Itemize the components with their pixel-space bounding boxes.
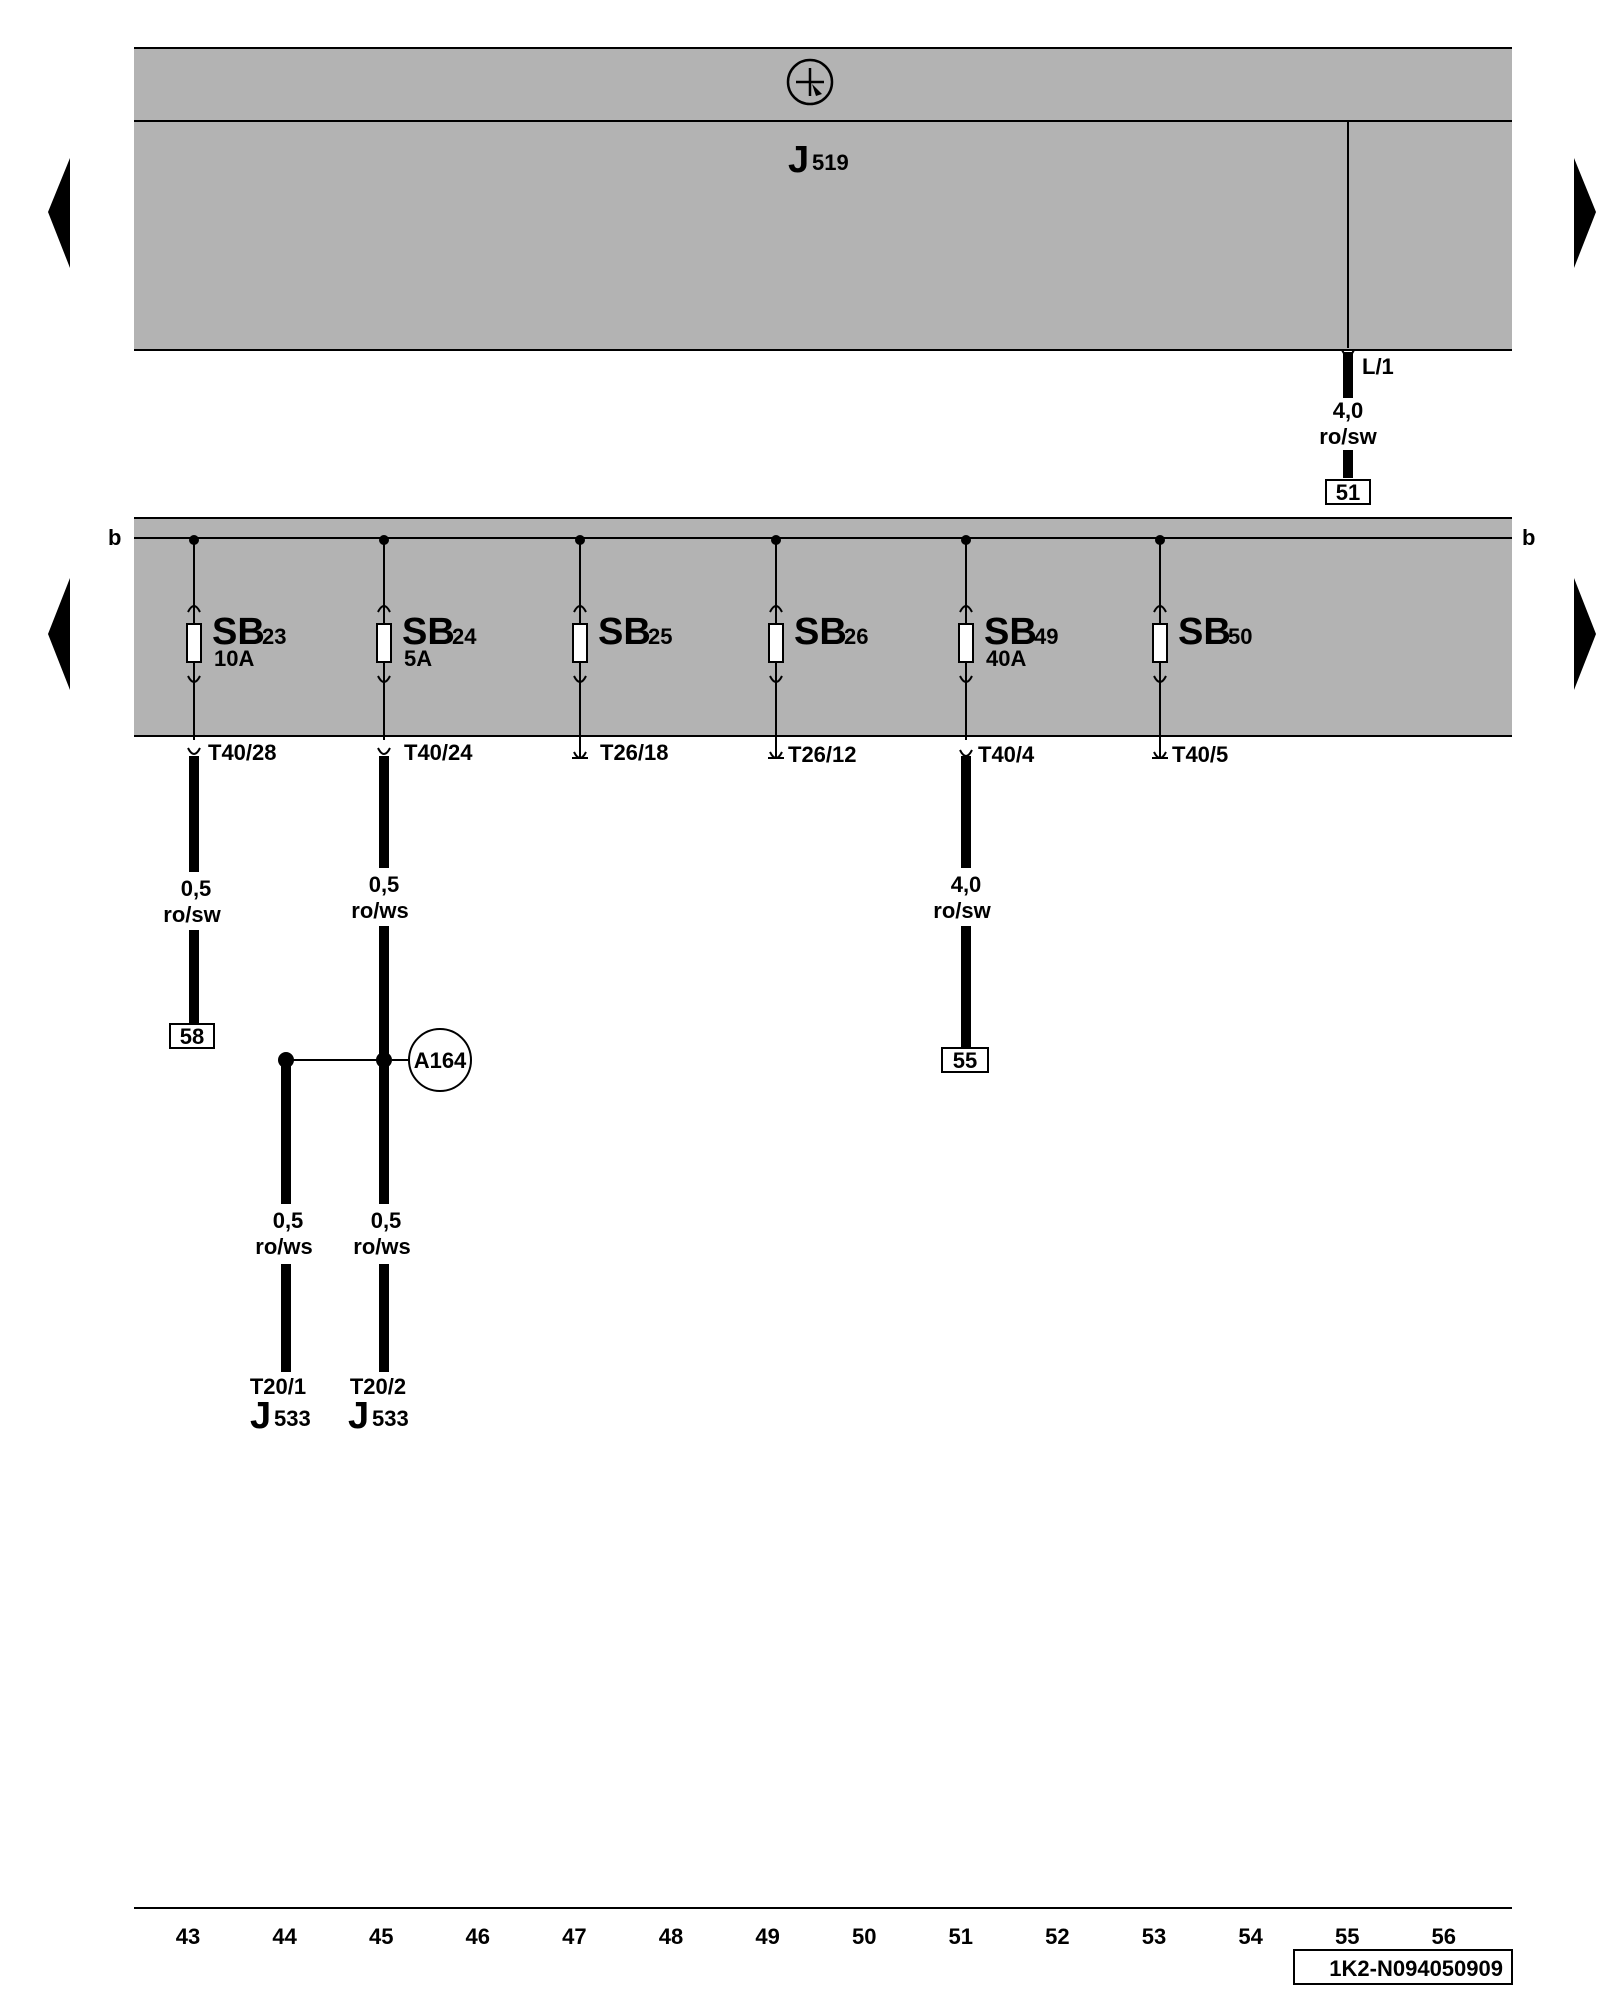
wire-sb49-gauge: 4,0 xyxy=(951,872,982,897)
fuse-sb24-pin: T40/24 xyxy=(404,740,473,765)
module-j519-sub: 519 xyxy=(812,150,849,175)
terminal-pin-t20-1: T20/1 xyxy=(250,1374,306,1399)
fuse-sb23-num: 23 xyxy=(262,624,286,649)
connector-a164-label: A164 xyxy=(414,1048,467,1073)
fuse-sb49-pin: T40/4 xyxy=(978,742,1035,767)
terminal-comp-main: J xyxy=(250,1395,271,1437)
fuse-sb49-id: SB xyxy=(984,611,1037,653)
fuse-sb23-pin: T40/28 xyxy=(208,740,277,765)
busbar-tag-left: b xyxy=(108,525,121,550)
wire-sb23-ref: 58 xyxy=(180,1024,204,1049)
fuse-sb23-id: SB xyxy=(212,611,265,653)
fuse-sb50: SB 50 T40/5 xyxy=(1152,535,1252,767)
grid-number: 53 xyxy=(1142,1924,1166,1949)
fuse-sb26-pin: T26/12 xyxy=(788,742,857,767)
fuse-sb49-rating: 40A xyxy=(986,646,1026,671)
fuse-icon xyxy=(958,623,974,663)
fuse-sb26: SB 26 T26/12 xyxy=(768,535,868,767)
top-wire-gauge: 4,0 xyxy=(1333,398,1364,423)
terminal-comp-main: J xyxy=(348,1395,369,1437)
grid-numbers: 43 44 45 46 47 48 49 50 51 52 53 54 55 56 xyxy=(176,1924,1456,1949)
grid-number: 47 xyxy=(562,1924,586,1949)
wire-sb49-color: ro/sw xyxy=(933,898,991,923)
splice-a164: A164 xyxy=(278,1028,472,1092)
module-j519: J 519 xyxy=(134,47,1512,351)
fuse-sb50-pin: T40/5 xyxy=(1172,742,1228,767)
terminal-comp-sub: 533 xyxy=(274,1406,311,1431)
fuse-box-sb: b b xyxy=(108,517,1535,737)
arrow-right-icon[interactable] xyxy=(1574,578,1596,690)
wire-sb49-ref: 55 xyxy=(953,1048,977,1073)
arrow-right-icon[interactable] xyxy=(1574,158,1596,268)
terminal-comp-sub: 533 xyxy=(372,1406,409,1431)
terminal-j533-pin2: T20/2 J 533 xyxy=(348,1374,409,1437)
top-wire-ref: 51 xyxy=(1336,480,1360,505)
wire-branch-left-color: ro/ws xyxy=(255,1234,312,1259)
wire-branch-right-gauge: 0,5 xyxy=(371,1208,402,1233)
wire-sb24-gauge: 0,5 xyxy=(369,872,400,897)
ground-symbol-icon xyxy=(786,58,834,106)
fuse-icon xyxy=(376,623,392,663)
grid-number: 56 xyxy=(1432,1924,1456,1949)
fuse-sb24: SB 24 5A T40/24 xyxy=(376,535,477,765)
grid-number: 48 xyxy=(659,1924,683,1949)
wire-branch-left-gauge: 0,5 xyxy=(273,1208,304,1233)
fuse-sb25: SB 25 T26/18 xyxy=(572,535,672,765)
fuse-sb23: SB 23 10A T40/28 xyxy=(186,535,286,765)
wire-sb24-color: ro/ws xyxy=(351,898,408,923)
grid-number: 46 xyxy=(466,1924,490,1949)
wire-sb23-color: ro/sw xyxy=(163,902,221,927)
grid-number: 45 xyxy=(369,1924,393,1949)
grid-number: 49 xyxy=(755,1924,779,1949)
fuse-sb50-id: SB xyxy=(1178,611,1231,653)
wire-branch-right-color: ro/ws xyxy=(353,1234,410,1259)
wire-sb23-gauge: 0,5 xyxy=(181,876,212,901)
fuse-icon xyxy=(572,623,588,663)
fuse-sb25-id: SB xyxy=(598,611,651,653)
doc-id: 1K2-N094050909 xyxy=(1329,1956,1503,1981)
grid-number: 43 xyxy=(176,1924,200,1949)
top-wire-pin: L/1 xyxy=(1362,354,1394,379)
grid-number: 52 xyxy=(1045,1924,1069,1949)
busbar-tag-right: b xyxy=(1522,525,1535,550)
wire-sb49: 4,0 ro/sw 55 xyxy=(933,756,992,1073)
fuse-icon xyxy=(186,623,202,663)
terminal-j533-pin1: T20/1 J 533 xyxy=(250,1374,311,1437)
grid-number: 55 xyxy=(1335,1924,1359,1949)
fuse-sb26-id: SB xyxy=(794,611,847,653)
fuse-sb24-num: 24 xyxy=(452,624,477,649)
fuse-sb24-rating: 5A xyxy=(404,646,432,671)
fuse-icon xyxy=(768,623,784,663)
fuse-sb50-num: 50 xyxy=(1228,624,1252,649)
doc-id-box xyxy=(1293,1949,1513,1985)
wire-sb23: 0,5 ro/sw 58 xyxy=(163,756,222,1049)
terminal-pin-t20-2: T20/2 xyxy=(350,1374,406,1399)
module-j519-main: J xyxy=(788,139,809,181)
top-wire-l1: L/1 4,0 ro/sw 51 xyxy=(1319,121,1394,505)
fuse-sb26-num: 26 xyxy=(844,624,868,649)
grid-number: 50 xyxy=(852,1924,876,1949)
fuse-sb25-num: 25 xyxy=(648,624,672,649)
fuse-sb49-num: 49 xyxy=(1034,624,1058,649)
top-wire-color: ro/sw xyxy=(1319,424,1377,449)
fuse-sb23-rating: 10A xyxy=(214,646,254,671)
arrow-left-icon[interactable] xyxy=(48,158,70,268)
fuse-icon xyxy=(1152,623,1168,663)
arrow-left-icon[interactable] xyxy=(48,578,70,690)
wire-branch-left: 0,5 ro/ws xyxy=(255,1060,313,1372)
fuse-sb25-pin: T26/18 xyxy=(600,740,669,765)
fuse-sb49: SB 49 40A T40/4 xyxy=(958,535,1058,767)
wire-branch-right: 0,5 ro/ws xyxy=(353,1208,410,1259)
grid-number: 44 xyxy=(272,1924,297,1949)
grid-number: 51 xyxy=(949,1924,973,1949)
grid-number: 54 xyxy=(1238,1924,1263,1949)
fuse-sb24-id: SB xyxy=(402,611,455,653)
